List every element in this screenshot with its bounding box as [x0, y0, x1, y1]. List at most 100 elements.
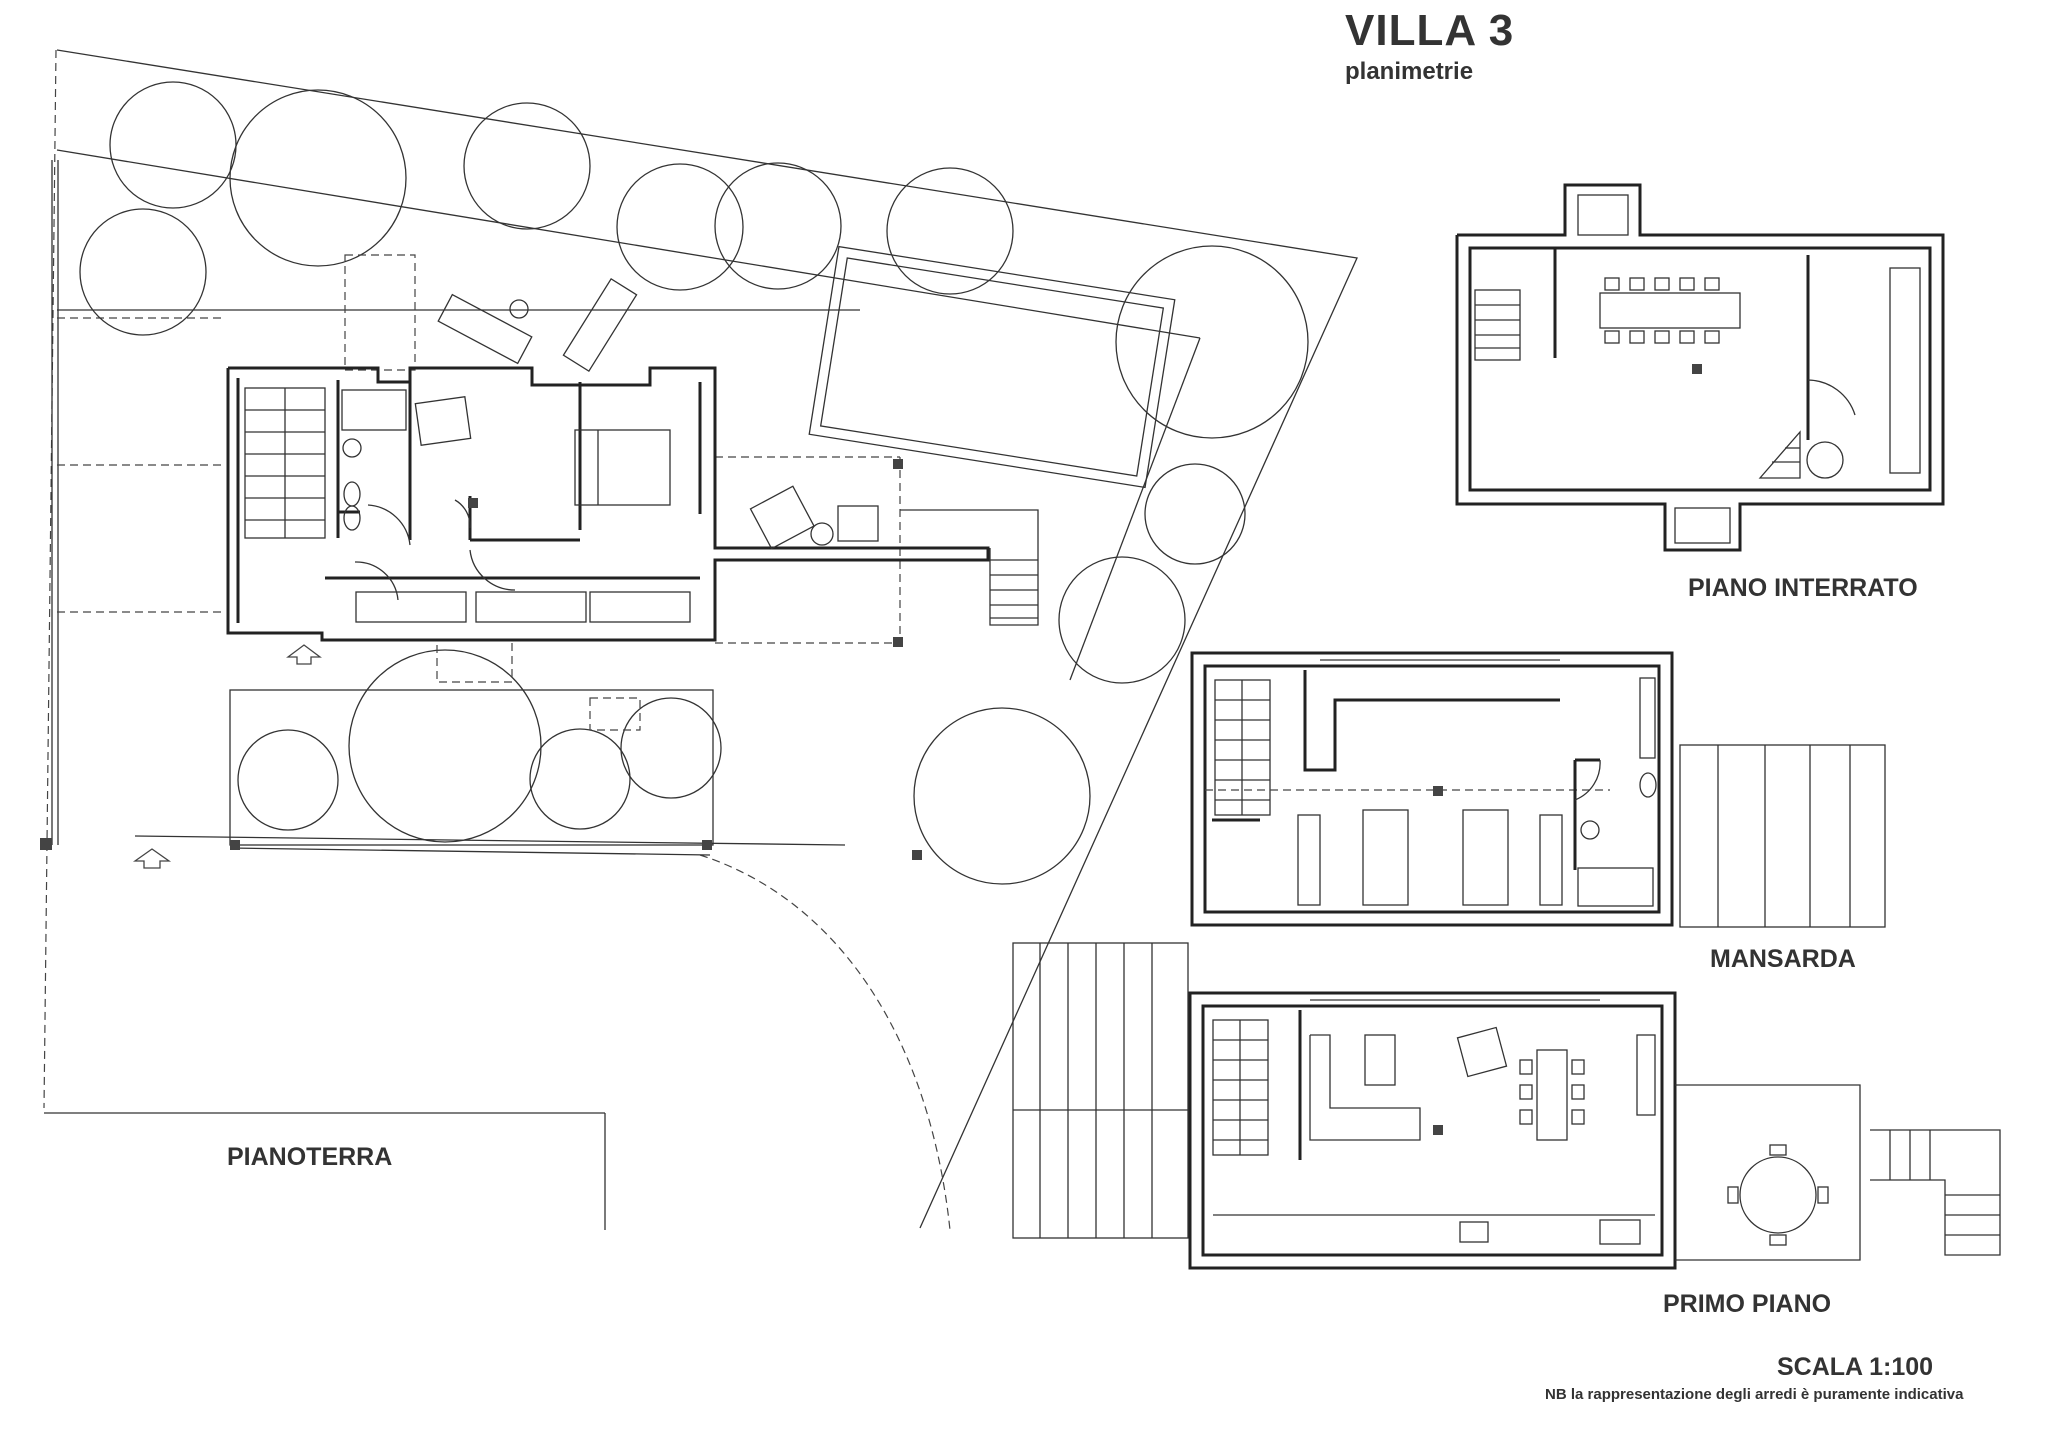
stair-symbol	[1474, 289, 1521, 361]
round-table-symbol	[1739, 1156, 1817, 1234]
trees	[79, 81, 1309, 885]
wardrobe-symbol	[355, 591, 467, 623]
tree-symbol	[913, 707, 1091, 885]
exterior-wall	[1188, 991, 1677, 1270]
stair-symbol	[1870, 1129, 2001, 1256]
stair-symbol	[1214, 679, 1271, 816]
scale-label: SCALA 1:100	[1777, 1353, 1934, 1381]
exterior-wall	[1190, 651, 1674, 927]
chairs	[1604, 277, 1720, 344]
bathtub-symbol	[1577, 867, 1654, 907]
tree-symbol	[1144, 463, 1246, 565]
label-mansarda: MANSARDA	[1710, 945, 1856, 973]
column-symbol	[893, 459, 903, 469]
bathtub-symbol	[341, 389, 407, 431]
tree-symbol	[616, 163, 744, 291]
door-swing-symbol	[1574, 759, 1601, 801]
stair-symbol	[900, 509, 1039, 626]
sheet-title: VILLA 3	[1345, 6, 1515, 55]
wardrobe-symbol	[475, 591, 587, 623]
dining-table-symbol	[1536, 1049, 1568, 1141]
piano-interrato-plan	[1455, 183, 1945, 552]
table-symbol	[509, 299, 529, 319]
garden-terrace	[229, 689, 714, 846]
wardrobe-symbol	[1636, 1034, 1656, 1116]
interior-wall	[1201, 1004, 1664, 1257]
tree-symbol	[620, 697, 722, 799]
tree-symbol	[79, 208, 207, 336]
label-primo-piano: PRIMO PIANO	[1663, 1290, 1832, 1318]
tree-symbol	[463, 102, 591, 230]
sink-symbol	[1580, 820, 1600, 840]
driveway-curve	[699, 854, 951, 1231]
column-symbol	[1433, 786, 1443, 796]
armchair-symbol	[749, 485, 815, 550]
tree-symbol	[1058, 556, 1186, 684]
column-symbol	[468, 498, 478, 508]
exterior-wall	[1455, 183, 1945, 552]
tree-symbol	[1115, 245, 1309, 439]
chairs	[1519, 1059, 1585, 1125]
pergola-outline	[589, 697, 641, 731]
interior-wall	[1468, 246, 1932, 492]
door-swing-symbol	[354, 561, 399, 601]
lot-boundary-west	[43, 49, 57, 1109]
tree-symbol	[109, 81, 237, 209]
tree-symbol	[529, 728, 631, 830]
bed-symbol	[574, 429, 671, 506]
hob-symbol	[1599, 1219, 1641, 1245]
kitchen-counter	[1889, 267, 1921, 474]
door-swing-symbol	[367, 504, 411, 546]
tree-symbol	[714, 162, 842, 290]
stair-symbol	[1758, 430, 1801, 479]
site-plan	[40, 49, 1358, 1231]
canopy-outline	[344, 254, 416, 371]
entrance-arrow-icon	[132, 848, 172, 869]
label-pianoterra: PIANOTERRA	[227, 1143, 393, 1171]
column-symbol	[912, 850, 922, 860]
coffee-table-symbol	[1364, 1034, 1396, 1086]
light-well	[1674, 507, 1731, 544]
column-symbol	[893, 637, 903, 647]
driveway-edge-2	[229, 847, 711, 856]
tree-symbol	[348, 649, 542, 843]
lot-boundary-inner	[56, 149, 1201, 339]
toilet-symbol	[1639, 772, 1657, 798]
entrance-arrow-icon	[286, 644, 322, 665]
door-swing-symbol	[469, 549, 516, 591]
furniture-note: NB la rappresentazione degli arredi è pu…	[1545, 1386, 1964, 1403]
wardrobe-symbol	[1539, 814, 1563, 906]
lot-boundary	[56, 49, 1358, 1229]
terrace-outline	[1675, 1084, 1861, 1261]
sun-lounger	[437, 293, 533, 365]
pianoterra-building	[40, 366, 1039, 869]
deck	[1012, 942, 1189, 1239]
tree-symbol	[886, 167, 1014, 295]
pergola	[1679, 744, 1886, 928]
dining-table-symbol	[1599, 292, 1741, 329]
wardrobe-symbol	[1297, 814, 1321, 906]
stair-symbol	[1212, 1019, 1269, 1156]
sun-lounger	[562, 277, 638, 373]
column-symbol	[1433, 1125, 1443, 1135]
sink-symbol	[342, 438, 362, 458]
bed-symbol	[1462, 809, 1509, 906]
stair-symbol	[244, 387, 326, 539]
door-swing-symbol	[1807, 379, 1856, 416]
interior-wall	[1303, 670, 1560, 772]
column-symbol	[702, 840, 712, 850]
door-swing-symbol	[454, 499, 471, 529]
counter-symbol	[589, 591, 691, 623]
column-symbol	[1692, 364, 1702, 374]
sofa-symbol	[1309, 1034, 1421, 1141]
armchair-symbol	[414, 395, 472, 447]
light-well	[1577, 194, 1629, 236]
label-piano-interrato: PIANO INTERRATO	[1688, 574, 1918, 602]
toilet-symbol	[343, 481, 361, 507]
tree-symbol	[237, 729, 339, 831]
wardrobe-symbol	[1639, 677, 1656, 759]
mansarda-plan	[1190, 651, 1886, 928]
column-symbol	[40, 838, 52, 850]
interior-wall	[1203, 664, 1661, 914]
